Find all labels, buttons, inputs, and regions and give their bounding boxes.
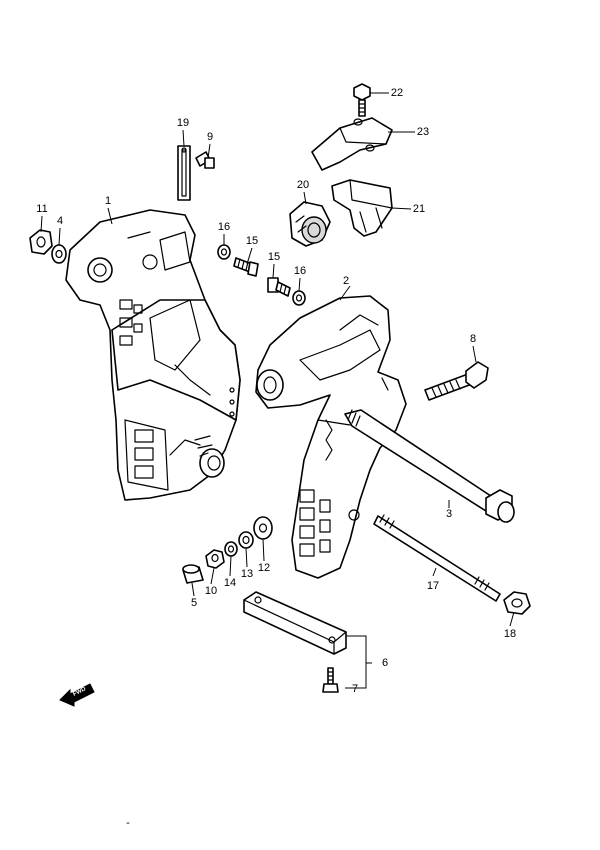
callout-15b: 15 [268, 251, 280, 263]
callout-3: 3 [446, 508, 452, 520]
callout-labels: 1 2 3 4 5 6 7 8 9 10 11 12 13 14 15 15 1… [36, 87, 516, 829]
callout-19: 19 [177, 117, 189, 129]
callout-5: 5 [191, 597, 197, 609]
nut-18 [503, 591, 531, 615]
strap-19 [177, 145, 191, 201]
bracket-21 [331, 179, 393, 237]
bolt-15a [233, 257, 259, 277]
callout-17: 17 [427, 580, 439, 592]
washer-16b [292, 290, 306, 306]
callout-22: 22 [391, 87, 403, 99]
callout-21: 21 [413, 203, 425, 215]
fwd-label: FWD [72, 686, 87, 698]
callout-16a: 16 [218, 221, 230, 233]
callout-11: 11 [36, 203, 47, 215]
bolt-8 [424, 361, 489, 401]
callout-12: 12 [258, 562, 270, 574]
tilt-tube [344, 409, 515, 523]
callout-9: 9 [207, 131, 213, 143]
callout-14: 14 [224, 577, 236, 589]
callout-15a: 15 [246, 235, 258, 247]
bolt-15b [267, 277, 291, 297]
washer-12 [253, 516, 273, 540]
footer-mark: - [126, 817, 130, 829]
callout-7: 7 [352, 683, 358, 695]
washer-14 [224, 541, 238, 557]
bushing-5 [182, 564, 204, 584]
screw-9 [195, 151, 215, 169]
nut-10 [205, 549, 225, 569]
callout-2: 2 [343, 275, 349, 287]
callout-4: 4 [57, 215, 63, 227]
washer-4 [51, 244, 67, 264]
washer-13 [238, 531, 254, 549]
cover-23 [311, 117, 393, 171]
knob-20 [289, 201, 331, 247]
clamp-bracket-left [65, 209, 241, 501]
screw-7 [322, 667, 339, 693]
fwd-arrow-icon: FWD [59, 683, 95, 707]
bolt-22 [353, 83, 371, 117]
callout-6: 6 [382, 657, 388, 669]
washer-16a [217, 244, 231, 260]
callout-16b: 16 [294, 265, 306, 277]
callout-18: 18 [504, 628, 516, 640]
clamp-bracket-right [255, 295, 407, 579]
nut-11 [29, 229, 53, 255]
plate-6 [243, 591, 347, 655]
callout-1: 1 [105, 195, 111, 207]
callout-13: 13 [241, 568, 253, 580]
leader-lines [40, 92, 515, 689]
callout-23: 23 [417, 126, 429, 138]
stud-bolt-17 [373, 514, 501, 602]
callout-8: 8 [470, 333, 476, 345]
callout-10: 10 [205, 585, 217, 597]
callout-20: 20 [297, 179, 309, 191]
